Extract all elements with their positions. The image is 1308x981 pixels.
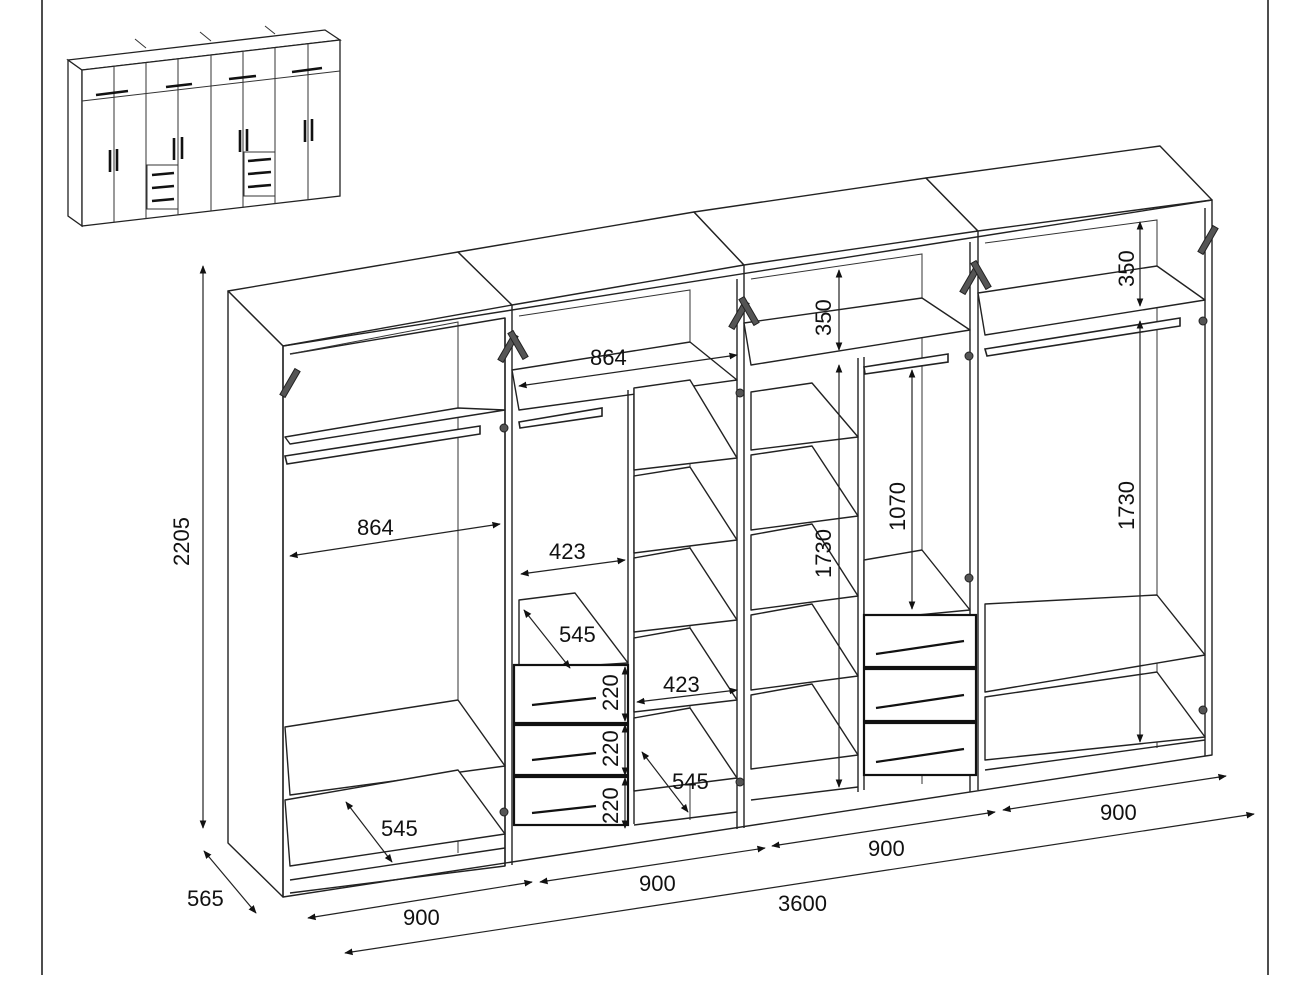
drawer-height-label: 220	[598, 787, 623, 824]
drawer-height-label: 220	[598, 730, 623, 767]
section-width-label: 900	[1100, 800, 1137, 825]
section-width-label: 900	[403, 905, 440, 930]
open-wardrobe	[227, 145, 1219, 898]
compartment-width-label: 423	[663, 672, 700, 697]
hanging-height-label: 1070	[885, 482, 910, 531]
drawer	[512, 663, 630, 725]
top-shelf-height-label: 350	[1114, 250, 1139, 287]
section-width-label: 900	[639, 871, 676, 896]
depth-label: 545	[672, 769, 709, 794]
section-width-label: 900	[868, 836, 905, 861]
inner-width-label: 864	[357, 515, 394, 540]
compartment-width-label: 423	[549, 539, 586, 564]
depth-label: 565	[187, 886, 224, 911]
dimension-lines	[199, 221, 1255, 956]
closed-wardrobe-thumbnail	[66, 25, 342, 228]
depth-label: 545	[381, 816, 418, 841]
inner-width-label: 864	[590, 345, 627, 370]
hinges	[279, 224, 1219, 817]
drawer-height-label: 220	[598, 674, 623, 711]
depth-label: 545	[559, 622, 596, 647]
hanging-height-label: 1730	[1114, 481, 1139, 530]
drawer	[512, 723, 630, 777]
page-frame	[41, 0, 1269, 975]
dimension-labels: 2205 565 3600 900 900 900 900 864 864 42…	[169, 250, 1139, 930]
top-shelf-height-label: 350	[811, 299, 836, 336]
drawer	[862, 667, 978, 723]
height-label: 2205	[169, 517, 194, 566]
hanging-height-label: 1730	[811, 529, 836, 578]
total-width-label: 3600	[778, 891, 827, 916]
